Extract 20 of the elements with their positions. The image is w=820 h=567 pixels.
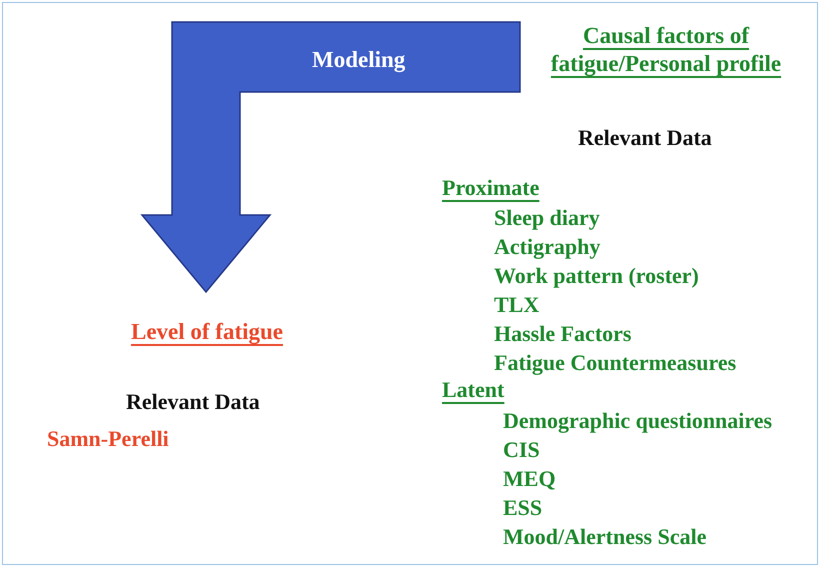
list-item: Actigraphy [494, 234, 600, 260]
block-arrow [140, 21, 521, 294]
category-heading: Proximate [442, 175, 540, 201]
category-heading: Latent [442, 377, 504, 403]
list-item: Demographic questionnaires [503, 408, 772, 434]
list-item: TLX [494, 292, 540, 318]
list-item: CIS [503, 437, 540, 463]
list-item: Work pattern (roster) [494, 263, 699, 289]
list-item: Hassle Factors [494, 321, 632, 347]
list-item: Samn-Perelli [47, 426, 169, 452]
list-item: Fatigue Countermeasures [494, 350, 736, 376]
heading-text: Causal factors of fatigue/Personal profile [550, 22, 782, 78]
edge-label: Modeling [312, 47, 406, 73]
list-item: Sleep diary [494, 205, 600, 231]
heading-text: Level of fatigue [130, 318, 284, 346]
list-item: ESS [503, 495, 542, 521]
list-item: MEQ [503, 466, 556, 492]
subheading-text: Relevant Data [578, 125, 712, 151]
subheading-text: Relevant Data [126, 389, 260, 415]
list-item: Mood/Alertness Scale [503, 524, 706, 550]
